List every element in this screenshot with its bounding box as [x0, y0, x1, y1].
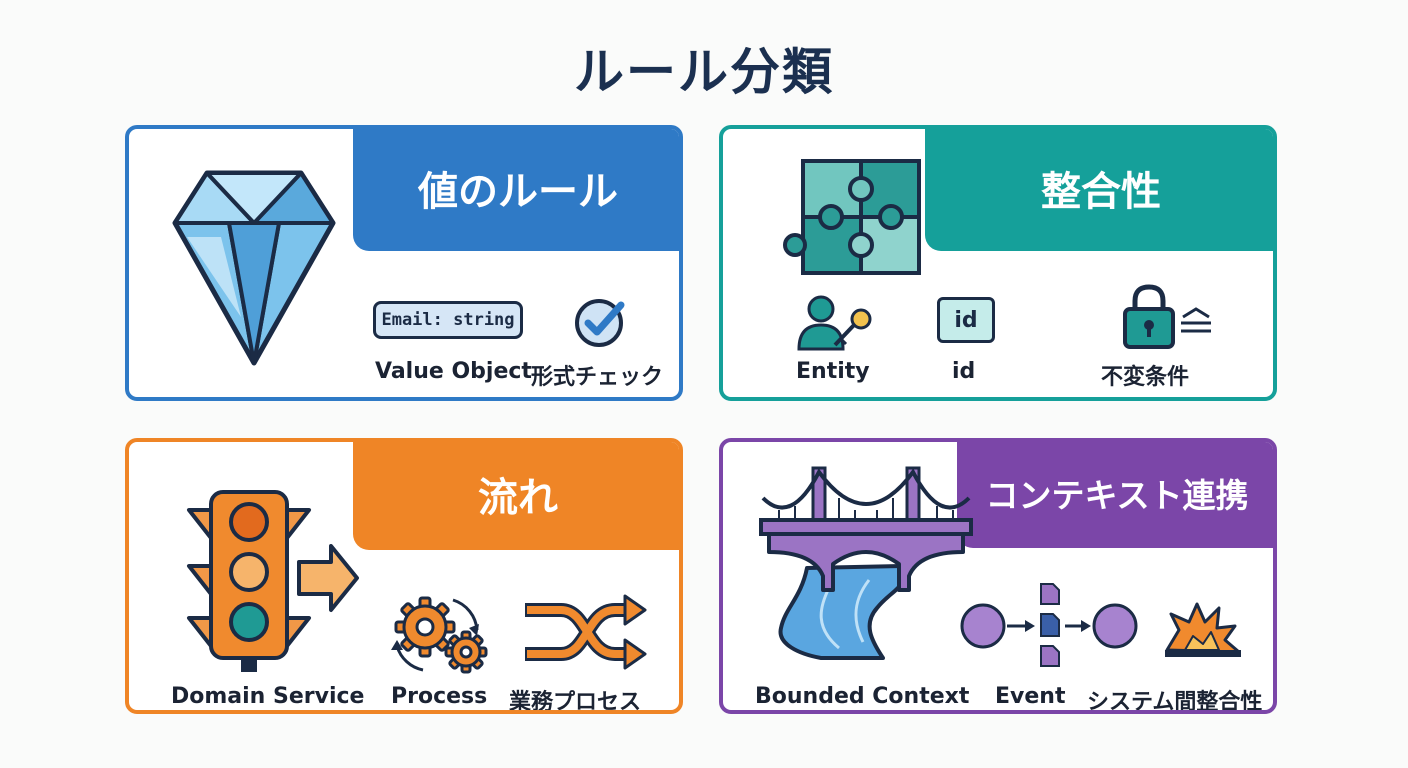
value-rules-card: 値のルール Email: string Value Object 形式チェック — [125, 125, 683, 401]
traffic-light-icon — [187, 490, 359, 672]
format-check-label: 形式チェック — [531, 365, 664, 390]
email-string-pill: Email: string — [373, 301, 523, 339]
gears-icon — [391, 596, 488, 674]
value-rules-heading: 値のルール — [418, 169, 618, 215]
flow-banner: 流れ — [353, 442, 679, 550]
event-flow-icon — [960, 583, 1138, 667]
inter-system-consistency-label: システム間整合性 — [1087, 690, 1263, 714]
entity-label: Entity — [796, 359, 870, 384]
puzzle-icon — [783, 159, 921, 275]
check-circle-icon — [575, 299, 625, 347]
domain-service-label: Domain Service — [171, 684, 365, 709]
value-rules-banner: 値のルール — [353, 129, 679, 251]
person-key-icon — [797, 295, 872, 351]
id-label: id — [952, 359, 976, 384]
process-label: Process — [391, 684, 488, 709]
bridge-icon — [759, 466, 973, 660]
integrity-banner: 整合性 — [925, 129, 1273, 251]
context-integration-banner: コンテキスト連携 — [957, 442, 1273, 548]
value-object-label: Value Object — [375, 359, 532, 384]
padlock-icon — [1123, 284, 1211, 349]
context-integration-card: コンテキスト連携 Bounded Context Event — [719, 438, 1277, 714]
context-integration-heading: コンテキスト連携 — [985, 476, 1249, 515]
invariant-label: 不変条件 — [1101, 365, 1190, 390]
page-title: ルール分類 — [574, 43, 834, 101]
integrity-card: 整合性 id Entity id 不変条件 — [719, 125, 1277, 401]
id-box: id — [937, 297, 995, 343]
diamond-icon — [172, 170, 336, 366]
shuffle-arrows-icon — [525, 594, 647, 670]
flow-card: 流れ — [125, 438, 683, 714]
event-label: Event — [995, 684, 1066, 709]
flow-heading: 流れ — [478, 475, 558, 521]
bounded-context-label: Bounded Context — [755, 684, 970, 709]
business-process-label: 業務プロセス — [509, 690, 642, 714]
integrity-heading: 整合性 — [1041, 169, 1161, 215]
explosion-icon — [1165, 602, 1241, 657]
